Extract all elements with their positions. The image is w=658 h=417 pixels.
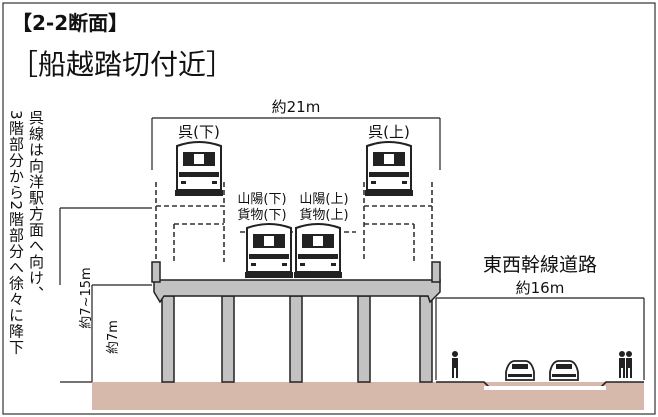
section-label: 【2-2断面】 — [12, 11, 128, 35]
height-dimensions — [59, 207, 152, 383]
parapet-left — [151, 261, 161, 283]
freight-up-label: 貨物(上) — [299, 207, 348, 223]
train-sanyo-up — [293, 223, 343, 279]
train-sanyo-down — [244, 223, 294, 279]
sanyo-down-label: 山陽(下) — [237, 192, 286, 207]
height-7-label: 約7m — [106, 320, 121, 354]
road-name-label: 東西幹線道路 — [483, 254, 597, 276]
train-kure-down — [174, 141, 224, 197]
sanyo-up-label: 山陽(上) — [299, 192, 348, 207]
height-7-15-label: 約7~15m — [79, 267, 94, 328]
kure-up-label: 呉(上) — [368, 123, 410, 141]
dimension-21m — [151, 117, 441, 170]
freight-down-label: 貨物(下) — [237, 207, 286, 223]
side-note-col2: 呉線は向洋駅方面へ向け、 — [27, 110, 45, 302]
train-kure-up — [364, 141, 414, 197]
dimension-16m — [435, 297, 645, 380]
side-note-col1: 3階部分から2階部分へ徐々に降下 — [7, 110, 25, 355]
location-title: ［船越踏切付近］ — [10, 48, 234, 81]
road-width-label: 約16m — [516, 279, 565, 297]
viaduct-deck — [153, 279, 441, 304]
viaduct-width-label: 約21m — [272, 98, 321, 116]
car-left — [505, 360, 535, 381]
kure-down-label: 呉(下) — [178, 123, 220, 141]
car-right — [549, 360, 579, 381]
parapet-right — [431, 261, 441, 283]
